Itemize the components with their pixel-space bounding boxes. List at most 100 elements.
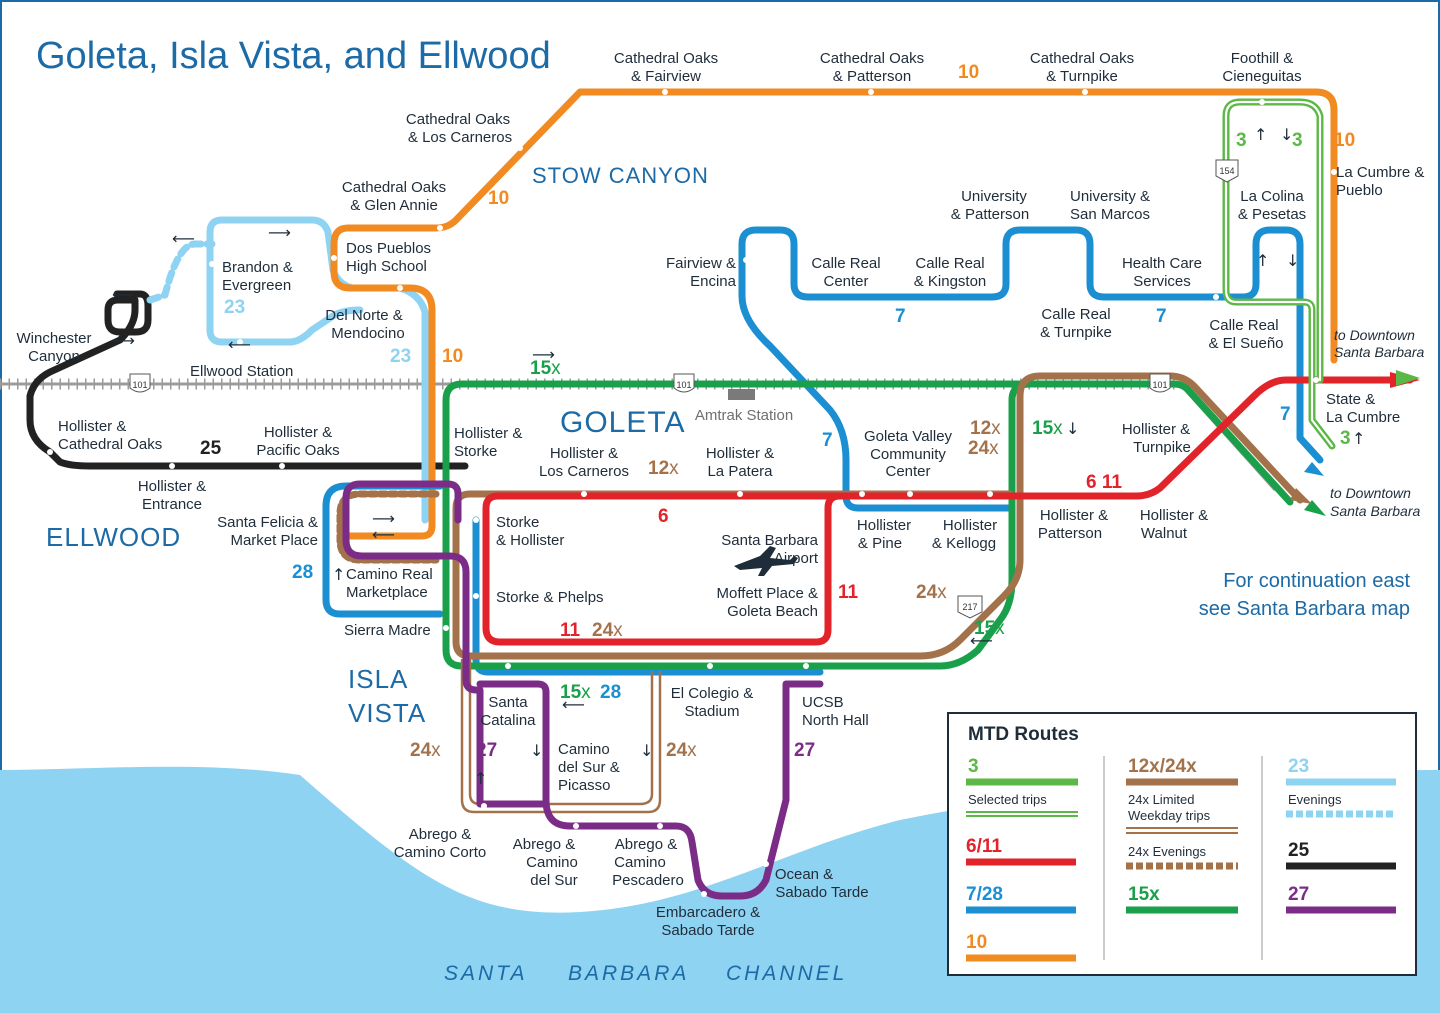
route-12x-24x-line	[452, 372, 1304, 660]
stop-marker	[701, 891, 707, 897]
route-24x-limited-b	[468, 658, 654, 806]
destination-label: Santa Barbara	[1334, 344, 1424, 360]
stop-label: Camino	[558, 741, 610, 758]
stop-label: Center	[823, 273, 868, 290]
route-label-24x: 24x	[410, 740, 441, 761]
arrow-left-icon: ⟵	[112, 285, 135, 304]
stop-marker	[907, 491, 913, 497]
stop-label: & Pine	[858, 535, 902, 552]
stop-marker	[743, 257, 749, 263]
route-label-24x-num: 24	[592, 620, 614, 641]
stop-label: & Hollister	[496, 532, 564, 549]
stop-marker	[1213, 294, 1219, 300]
stop-label: & Turnpike	[1046, 68, 1118, 85]
arrow-right-icon: ⟶	[112, 331, 135, 350]
route-label-23: 23	[224, 297, 245, 318]
stop-label: Pescadero	[612, 872, 684, 889]
stop-label: Santa Barbara	[721, 532, 818, 549]
route-label-10: 10	[1334, 130, 1355, 151]
route-label-x: x	[431, 740, 441, 761]
stop-marker	[707, 663, 713, 669]
route-label-10: 10	[958, 62, 979, 83]
stop-label: Cieneguitas	[1222, 68, 1301, 85]
channel-label-1: SANTA	[444, 962, 527, 985]
route-label-11: 11	[560, 620, 581, 641]
stop-marker	[657, 823, 663, 829]
legend-sub-24x-evenings: 24x Evenings	[1128, 844, 1207, 859]
stop-label: Sierra Madre	[344, 622, 431, 639]
route-label-28: 28	[600, 682, 621, 703]
stop-label: Cathedral Oaks	[1030, 50, 1134, 67]
stop-label: Abrego &	[615, 836, 678, 853]
route-label-15x: 15x	[1032, 418, 1063, 439]
route-label-15x-num: 15	[974, 618, 996, 639]
stop-label: Camino Real	[346, 566, 433, 583]
arrow-up-icon: ↑	[1254, 125, 1267, 144]
route-label-24x-num: 24	[666, 740, 688, 761]
stop-label: Calle Real	[915, 255, 984, 272]
stop-label: Fairview &	[666, 255, 736, 272]
stop-label: Camino Corto	[394, 844, 487, 861]
arrow-left-icon: ⟵	[970, 631, 993, 650]
route-label-x: x	[991, 418, 1001, 439]
legend-title: MTD Routes	[968, 724, 1079, 745]
stop-marker	[473, 517, 479, 523]
route-label-24x: 24x	[666, 740, 697, 761]
stop-marker	[803, 663, 809, 669]
stop-label: Patterson	[1038, 525, 1102, 542]
hwy-217-shield: 217	[957, 595, 983, 619]
stop-label: Hollister	[943, 517, 997, 534]
stop-label: Calle Real	[1041, 306, 1110, 323]
route-3-arrow	[1396, 370, 1420, 386]
route-number-labels: 10 10 10 10 23 23 25 28 28 7 7 7 7 6 11 …	[200, 62, 1355, 761]
stop-label: Abrego &	[513, 836, 576, 853]
stop-label: Hollister &	[264, 424, 332, 441]
stop-label: Entrance	[142, 496, 202, 513]
stop-label: Cathedral Oaks	[614, 50, 718, 67]
hwy-101-label: 101	[1152, 380, 1167, 390]
route-label-15x: 15x	[974, 618, 1005, 639]
route-label-28: 28	[292, 562, 313, 583]
stop-label: Hollister &	[1140, 507, 1208, 524]
stop-label: Evergreen	[222, 277, 291, 294]
stop-label: & Patterson	[833, 68, 911, 85]
stop-label: Hollister &	[138, 478, 206, 495]
legend-route-7-28: 7/28	[966, 884, 1003, 905]
destination-label: to Downtown	[1334, 327, 1415, 343]
destination-label: to Downtown	[1330, 485, 1411, 501]
stop-label: Catalina	[480, 712, 536, 729]
stop-label: Stadium	[684, 703, 739, 720]
stop-label: Pacific Oaks	[256, 442, 339, 459]
route-label-24x: 24x	[592, 620, 623, 641]
stop-label: Pueblo	[1336, 182, 1383, 199]
stop-labels: Cathedral Oaks & Fairview Cathedral Oaks…	[16, 50, 1424, 939]
area-goleta: GOLETA	[560, 406, 685, 439]
area-ellwood: ELLWOOD	[46, 522, 181, 552]
stop-label: & Kellogg	[932, 535, 996, 552]
route-23-line-b	[206, 306, 364, 346]
stop-label: La Patera	[707, 463, 773, 480]
stop-label: University &	[1070, 188, 1150, 205]
legend-sub-24x-limited: 24x Limited	[1128, 792, 1194, 807]
stop-marker	[1082, 89, 1088, 95]
route-25-line	[26, 290, 469, 470]
stop-marker	[1259, 99, 1265, 105]
stop-label: Hollister &	[58, 418, 126, 435]
stop-label: Camino	[614, 854, 666, 871]
arrow-left-icon: ⟵	[562, 695, 585, 714]
stop-marker	[573, 823, 579, 829]
arrow-up-icon: ↑	[1256, 251, 1269, 270]
stop-label: Mendocino	[331, 325, 404, 342]
route-label-15x-num: 15	[1032, 418, 1054, 439]
stop-label: & Fairview	[631, 68, 701, 85]
route-label-12x: 12x	[970, 418, 1001, 439]
stop-label: Cathedral Oaks	[342, 179, 446, 196]
legend-route-23: 23	[1288, 756, 1309, 777]
stop-label: Sabado Tarde	[775, 884, 868, 901]
route-label-3: 3	[1292, 130, 1303, 151]
stop-marker	[169, 463, 175, 469]
route-label-10: 10	[442, 346, 463, 367]
stop-marker	[209, 261, 215, 267]
route-label-24x-num: 24	[916, 582, 938, 603]
